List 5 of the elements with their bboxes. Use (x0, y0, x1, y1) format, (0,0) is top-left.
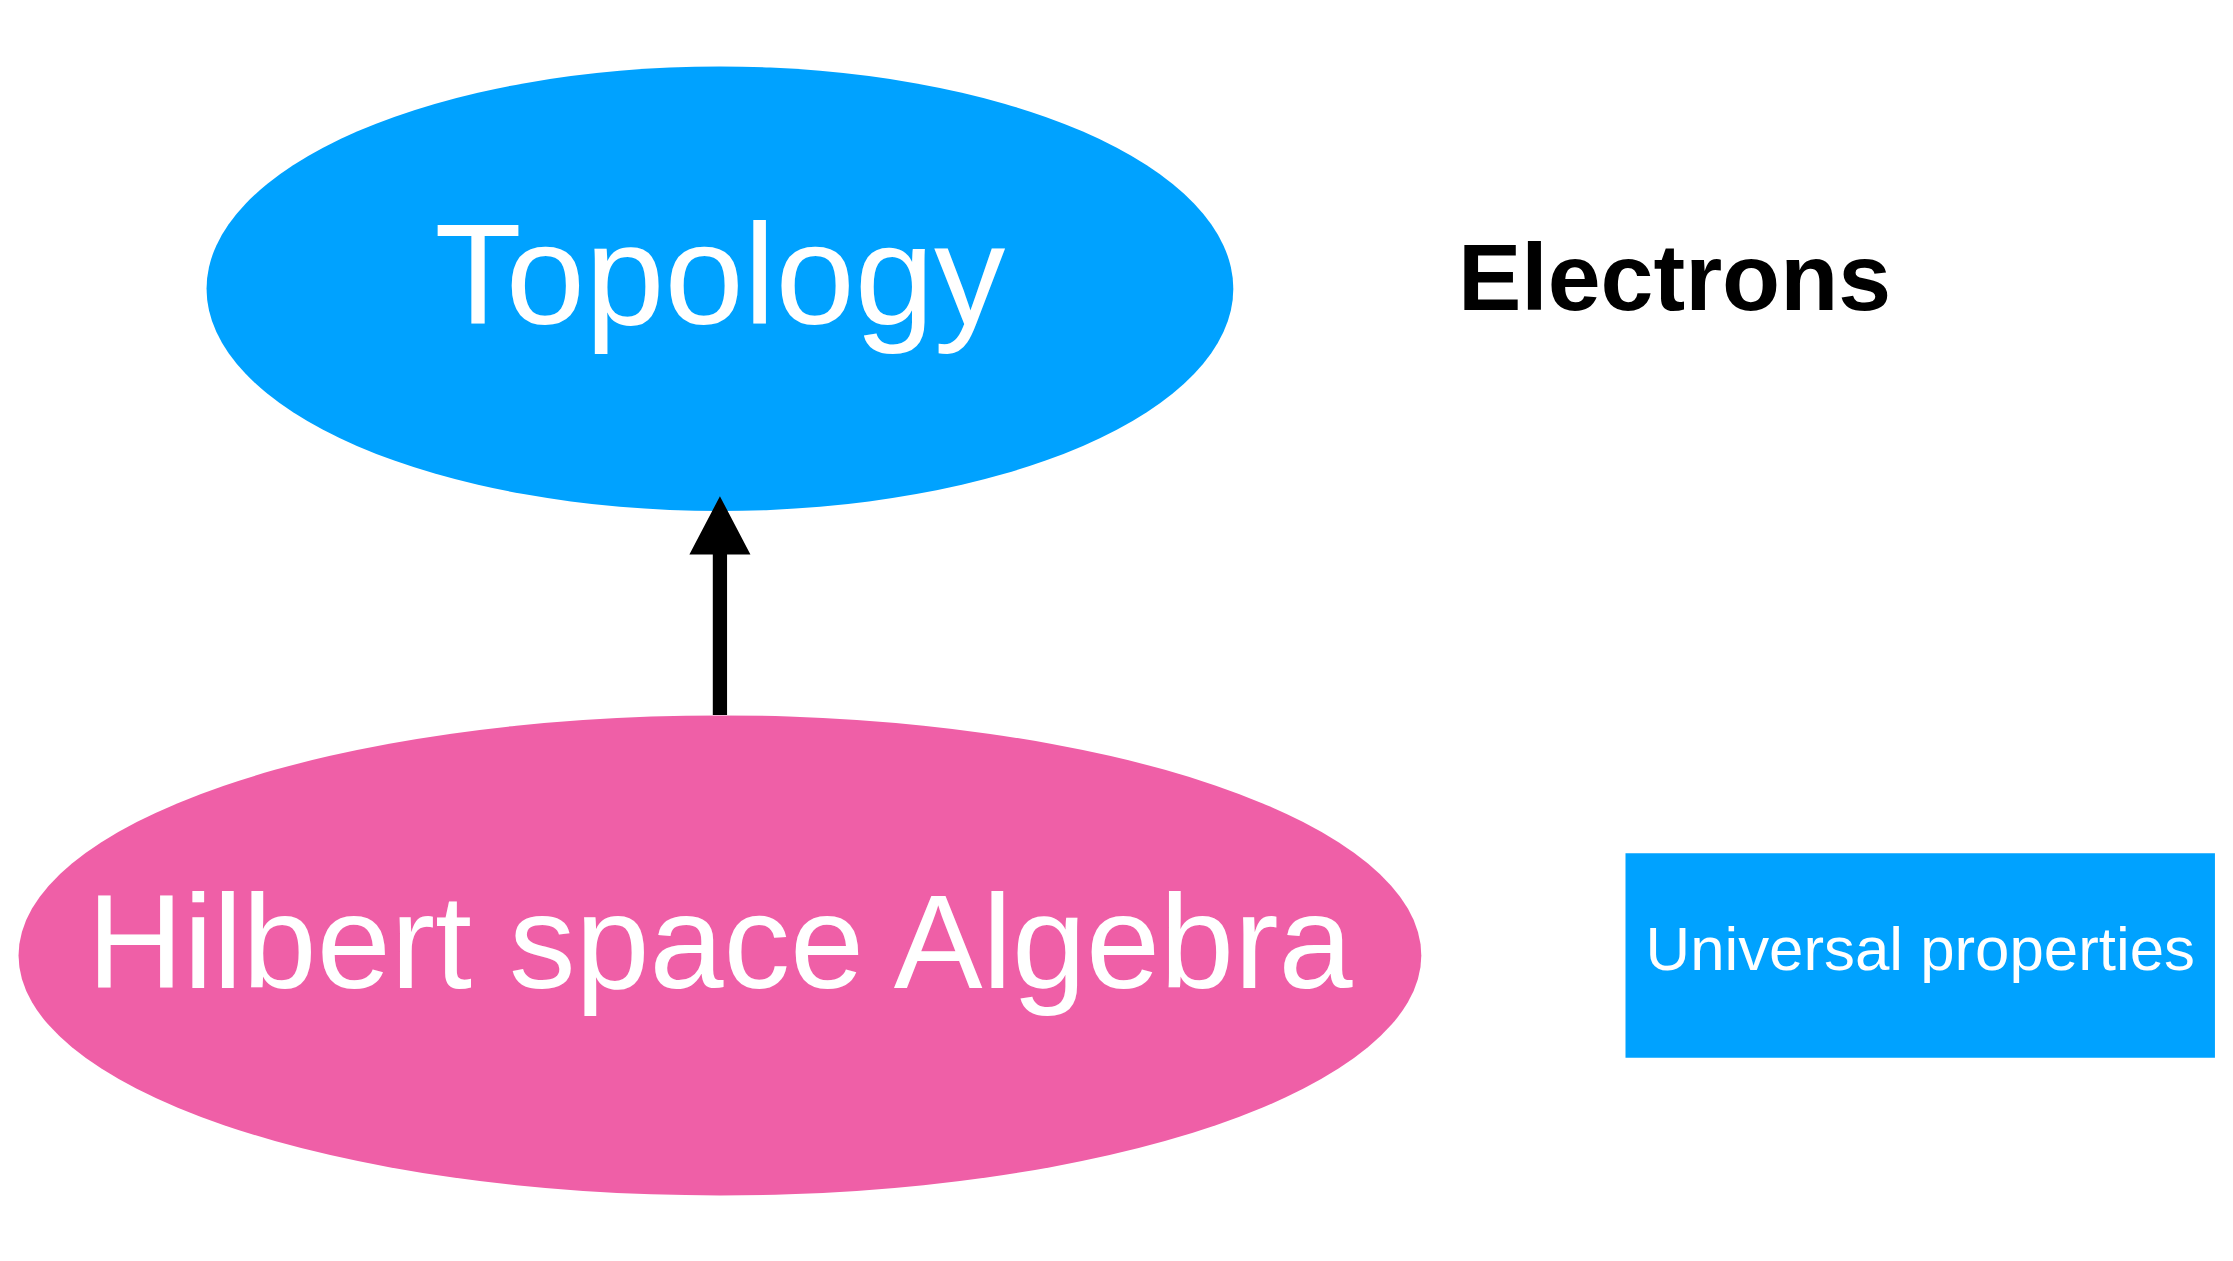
node-box: Universal properties (1625, 852, 2215, 1058)
node-ellipse: Hilbert space Algebra (18, 714, 1422, 1195)
node-ellipse: Topology (206, 66, 1234, 511)
label: Electrons (1457, 223, 1892, 330)
arrow (689, 495, 751, 715)
